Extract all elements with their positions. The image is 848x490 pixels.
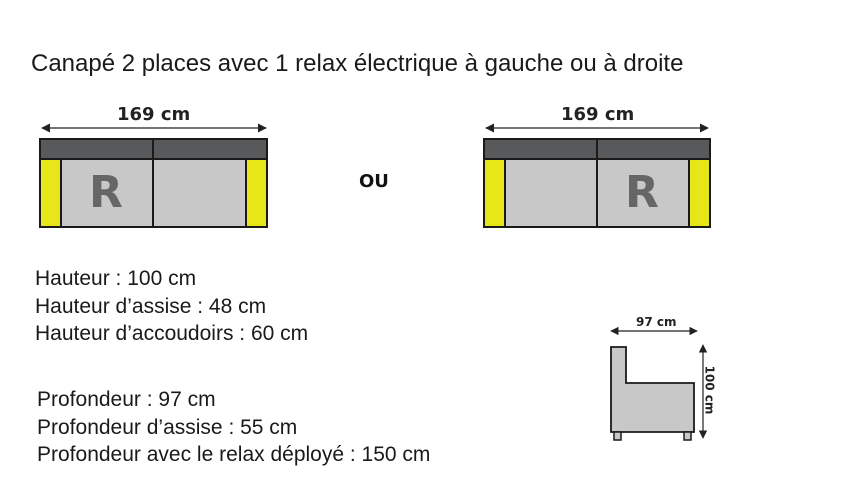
side-height-label: 100 cm xyxy=(702,365,717,415)
sofa-foot-back xyxy=(683,431,692,441)
heights-specs: Hauteur : 100 cm Hauteur d’assise : 48 c… xyxy=(35,265,308,348)
width-label-left: 169 cm xyxy=(117,104,191,125)
spec-line: Hauteur d’assise : 48 cm xyxy=(35,294,267,318)
armrest-left xyxy=(483,158,506,228)
width-label-right: 169 cm xyxy=(561,104,635,125)
depths-specs: Profondeur : 97 cm Profondeur d’assise :… xyxy=(37,386,430,469)
armrest-right xyxy=(688,158,711,228)
spec-line: Hauteur d’accoudoirs : 60 cm xyxy=(35,322,309,345)
sofa-top-view-left xyxy=(39,123,268,228)
sofa-top-view-right xyxy=(483,123,711,228)
spec-line: Hauteur : 100 cm xyxy=(35,267,197,290)
armrest-left xyxy=(39,158,62,228)
spec-line: Profondeur d’assise : 55 cm xyxy=(37,415,298,439)
seat-fixed xyxy=(504,158,598,228)
seat-relax xyxy=(596,158,690,228)
spec-line: Profondeur : 97 cm xyxy=(37,388,216,411)
or-separator: OU xyxy=(359,171,389,192)
side-depth-label: 97 cm xyxy=(636,315,677,329)
armrest-right xyxy=(245,158,268,228)
relax-marker-left: R xyxy=(89,167,123,218)
seat-fixed xyxy=(152,158,247,228)
relax-marker-right: R xyxy=(625,167,659,218)
spec-line: Profondeur avec le relax déployé : 150 c… xyxy=(37,443,431,466)
seat-relax xyxy=(60,158,154,228)
sofa-profile xyxy=(610,346,695,433)
sofa-side-view xyxy=(610,326,708,441)
sofa-foot-front xyxy=(613,431,622,441)
page-title: Canapé 2 places avec 1 relax électrique … xyxy=(31,50,684,77)
